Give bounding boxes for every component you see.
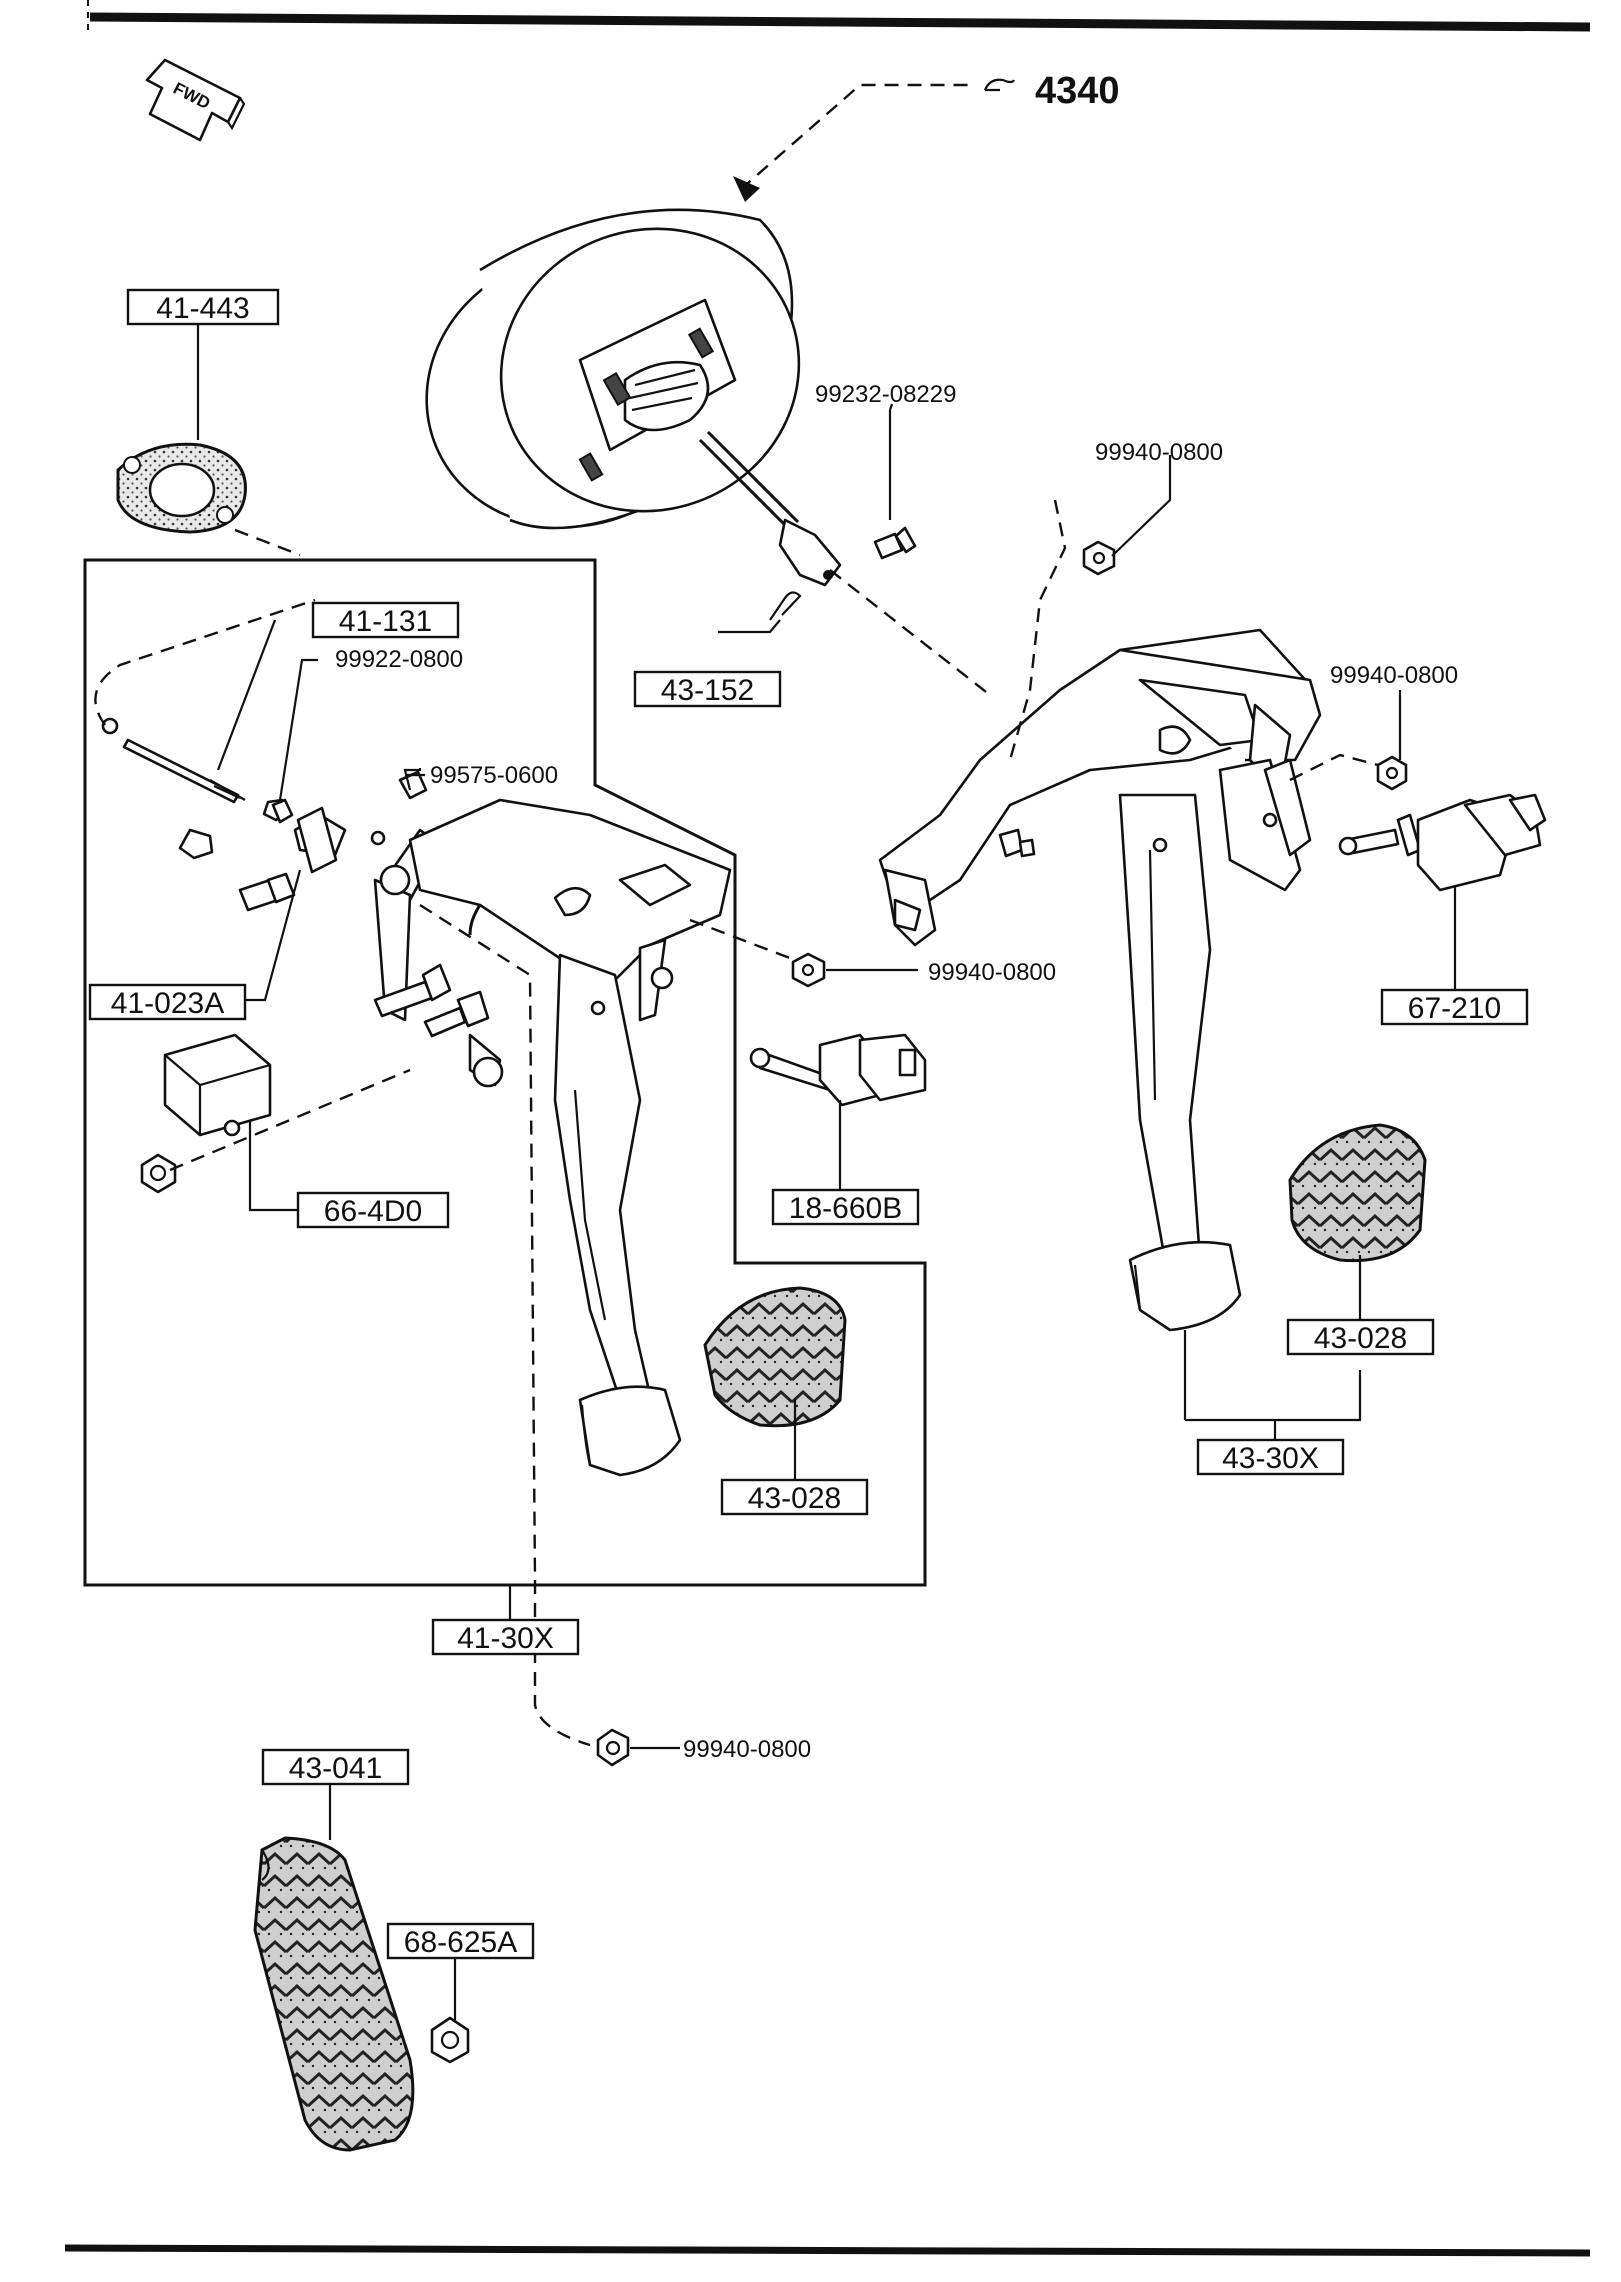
callout-box — [126, 288, 280, 326]
callout-99940-0800-c: 99940-0800 — [928, 959, 1056, 986]
clutch-small-parts-drawing — [94, 598, 428, 912]
callout-43-152: 43-152 — [633, 670, 782, 708]
callout-43-028-a: 43-028 — [1286, 1318, 1435, 1356]
callout-box — [296, 1191, 450, 1229]
callout-box — [633, 670, 782, 708]
brake-booster-reference: 4340 — [733, 70, 1120, 202]
callout-box — [88, 983, 247, 1021]
bolt-99232-drawing — [873, 403, 917, 560]
callout-box — [1286, 1318, 1435, 1356]
callout-label: 43-152 — [661, 674, 754, 707]
callout-label: 99922-0800 — [335, 646, 463, 673]
brake-pedal-bracket-drawing — [829, 499, 1322, 947]
clutch-switch-drawing — [140, 1033, 411, 1212]
callout-99940-0800-b: 99940-0800 — [1330, 662, 1458, 689]
callout-99575-0600: 99575-0600 — [430, 762, 558, 789]
bottom-border — [64, 2244, 1591, 2257]
callout-label: 99940-0800 — [928, 959, 1056, 986]
callout-68-625A: 68-625A — [386, 1922, 535, 1960]
callout-label: 41-023A — [111, 987, 224, 1020]
callout-41-443: 41-443 — [126, 288, 280, 326]
ref-4340-label: 4340 — [1035, 70, 1120, 112]
callout-41-131: 41-131 — [311, 601, 460, 639]
top-border — [89, 12, 1591, 32]
clevis-pin-drawing — [718, 591, 802, 634]
callout-label: 67-210 — [1408, 992, 1501, 1025]
callout-label: 18-660B — [789, 1192, 902, 1225]
callout-99940-0800-a: 99940-0800 — [1095, 439, 1223, 466]
brake-booster-drawing — [425, 208, 842, 587]
callout-label: 41-30X — [457, 1622, 554, 1655]
callout-layer: 41-443 99232-08229 99940-0800 41-131 99922-0… — [88, 288, 1529, 1960]
callout-box — [1380, 988, 1529, 1026]
nut-99940-center-drawing — [689, 918, 918, 988]
callout-label: 41-443 — [156, 292, 249, 325]
callout-label: 68-625A — [404, 1926, 517, 1959]
callout-box — [261, 1748, 410, 1786]
callout-99922-0800: 99922-0800 — [335, 646, 463, 673]
brake-pedal-pad-drawing — [1288, 1123, 1427, 1320]
clutch-pedal-arm-drawing — [553, 953, 682, 1477]
leader-lines — [216, 619, 512, 1620]
callout-43-30X: 43-30X — [1196, 1438, 1345, 1476]
callout-label: 99232-08229 — [815, 381, 956, 408]
clutch-pedal-pad-drawing — [703, 1286, 847, 1480]
callout-43-041: 43-041 — [261, 1748, 410, 1786]
callout-label: 43-041 — [289, 1752, 382, 1785]
callout-box — [386, 1922, 535, 1960]
assembly-41-30x-frame — [83, 558, 927, 1587]
stop-switch-67-210-drawing — [1338, 793, 1547, 990]
callout-box — [431, 1618, 580, 1656]
brake-light-switch-drawing — [749, 1033, 927, 1190]
callout-label: 99575-0600 — [430, 762, 558, 789]
callout-41-30X: 41-30X — [431, 1618, 580, 1656]
callout-99232-08229: 99232-08229 — [815, 381, 956, 408]
assembly-43-30x-leader — [1185, 1370, 1362, 1440]
callout-label: 43-30X — [1222, 1442, 1319, 1475]
accelerator-pedal-drawing — [253, 1785, 415, 2152]
callout-box — [1196, 1438, 1345, 1476]
callout-box — [311, 601, 460, 639]
brake-pedal-arm-drawing — [1118, 793, 1242, 1420]
callout-label: 99940-0800 — [1330, 662, 1458, 689]
callout-99940-0800-d: 99940-0800 — [683, 1736, 811, 1763]
callout-label: 41-131 — [339, 605, 432, 638]
nut-99940-right-drawing — [1289, 690, 1408, 791]
callout-66-4D0: 66-4D0 — [296, 1191, 450, 1229]
adjuster-bolts-drawing — [373, 903, 537, 1581]
callout-67-210: 67-210 — [1380, 988, 1529, 1026]
callout-43-028-b: 43-028 — [720, 1478, 869, 1516]
accelerator-nut-drawing — [430, 1958, 470, 2064]
callout-label: 43-028 — [748, 1482, 841, 1515]
callout-label: 99940-0800 — [683, 1736, 811, 1763]
nut-99940-lower-drawing — [533, 1580, 680, 1767]
callout-label: 99940-0800 — [1095, 439, 1223, 466]
callout-41-023A: 41-023A — [88, 983, 247, 1021]
gasket-drawing — [116, 322, 301, 557]
callout-box — [771, 1188, 920, 1226]
nut-99940-upper-drawing — [1082, 455, 1172, 576]
callout-18-660B: 18-660B — [771, 1188, 920, 1226]
clutch-pedal-bracket-drawing — [373, 798, 732, 1022]
forward-direction-arrow: FWD — [145, 58, 246, 142]
callout-label: 43-028 — [1314, 1322, 1407, 1355]
callout-box — [720, 1478, 869, 1516]
callout-label: 66-4D0 — [324, 1195, 422, 1228]
